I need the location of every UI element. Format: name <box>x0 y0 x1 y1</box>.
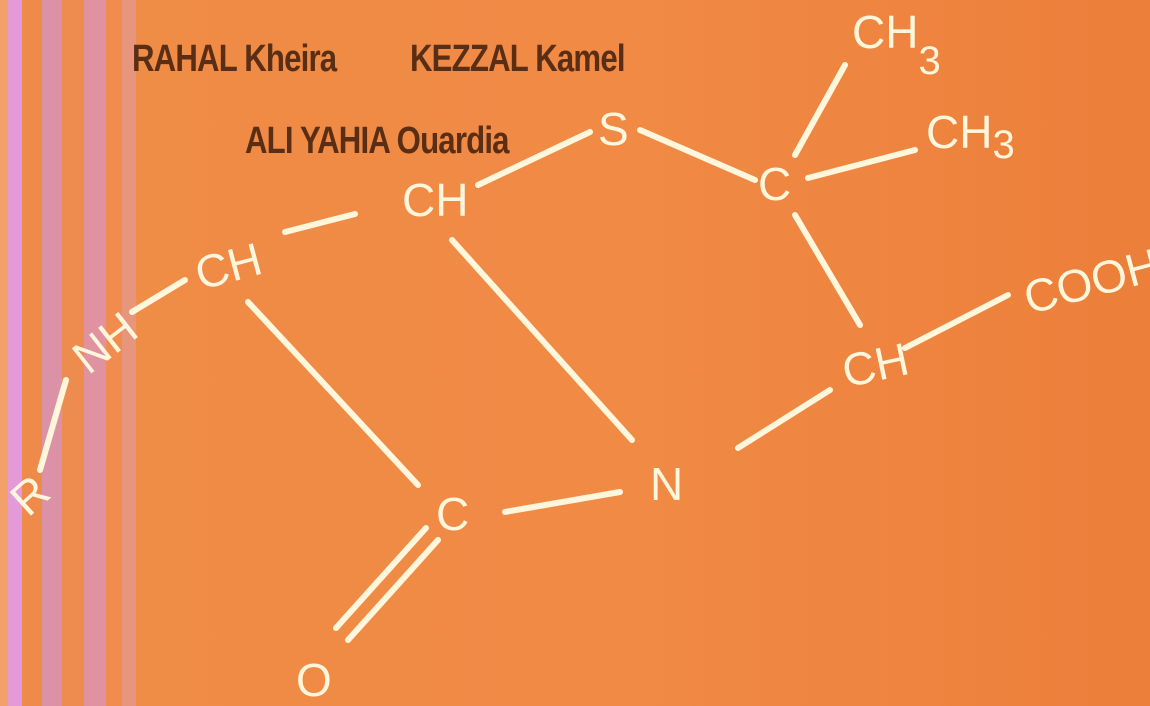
bond-chtop-n <box>449 237 635 443</box>
bond-c-n <box>502 489 623 515</box>
atom-ch-top: CH <box>402 174 468 226</box>
atom-ch3-top-sub: 3 <box>918 39 940 83</box>
atom-cooh: COOH <box>1018 238 1150 324</box>
atom-c-right: C <box>758 158 791 210</box>
atom-n: N <box>650 458 683 510</box>
atom-ch-left: CH <box>190 232 268 299</box>
atom-ch3-top: CH3 <box>852 6 941 83</box>
stripe-mauve-3 <box>122 0 136 706</box>
atom-s: S <box>598 103 629 155</box>
bond-c-o-1 <box>333 525 429 631</box>
atom-r: R <box>0 465 59 526</box>
atom-ch3-mid-sub: 3 <box>992 123 1014 167</box>
atom-o: O <box>296 654 332 706</box>
bond-s-c <box>637 127 758 183</box>
stripe-orange-1 <box>22 0 42 706</box>
stripe-orange-2 <box>62 0 84 706</box>
bond-c-ch <box>792 212 863 328</box>
atom-ch-right: CH <box>837 333 913 398</box>
author-3: ALI YAHIA Ouardia <box>245 120 510 162</box>
stripe-mauve-2 <box>84 0 106 706</box>
atom-ch3-mid: CH3 <box>926 106 1015 167</box>
bond-r-nh <box>37 377 69 473</box>
atom-c-carbonyl: C <box>436 488 469 540</box>
bond-chleft-c <box>245 299 421 488</box>
author-1: RAHAL Kheira <box>132 38 337 80</box>
bond-ch-s <box>475 129 593 188</box>
bond-ch-cooh <box>902 292 1011 351</box>
bond-ch-n <box>735 387 833 451</box>
author-2: KEZZAL Kamel <box>410 38 625 80</box>
stripe-violet <box>8 0 22 706</box>
stripe-pink <box>0 0 8 706</box>
bond-c-ch3-mid <box>805 147 918 181</box>
bond-ch-ch <box>282 211 358 235</box>
bond-c-ch3-top <box>792 62 848 158</box>
stripe-mauve-1 <box>42 0 62 706</box>
stripe-orange-3 <box>106 0 122 706</box>
atom-ch3-mid-label: CH <box>926 106 992 158</box>
bond-c-o-2 <box>345 537 441 643</box>
bond-nh-ch <box>129 277 188 315</box>
atom-ch3-top-label: CH <box>852 6 918 58</box>
